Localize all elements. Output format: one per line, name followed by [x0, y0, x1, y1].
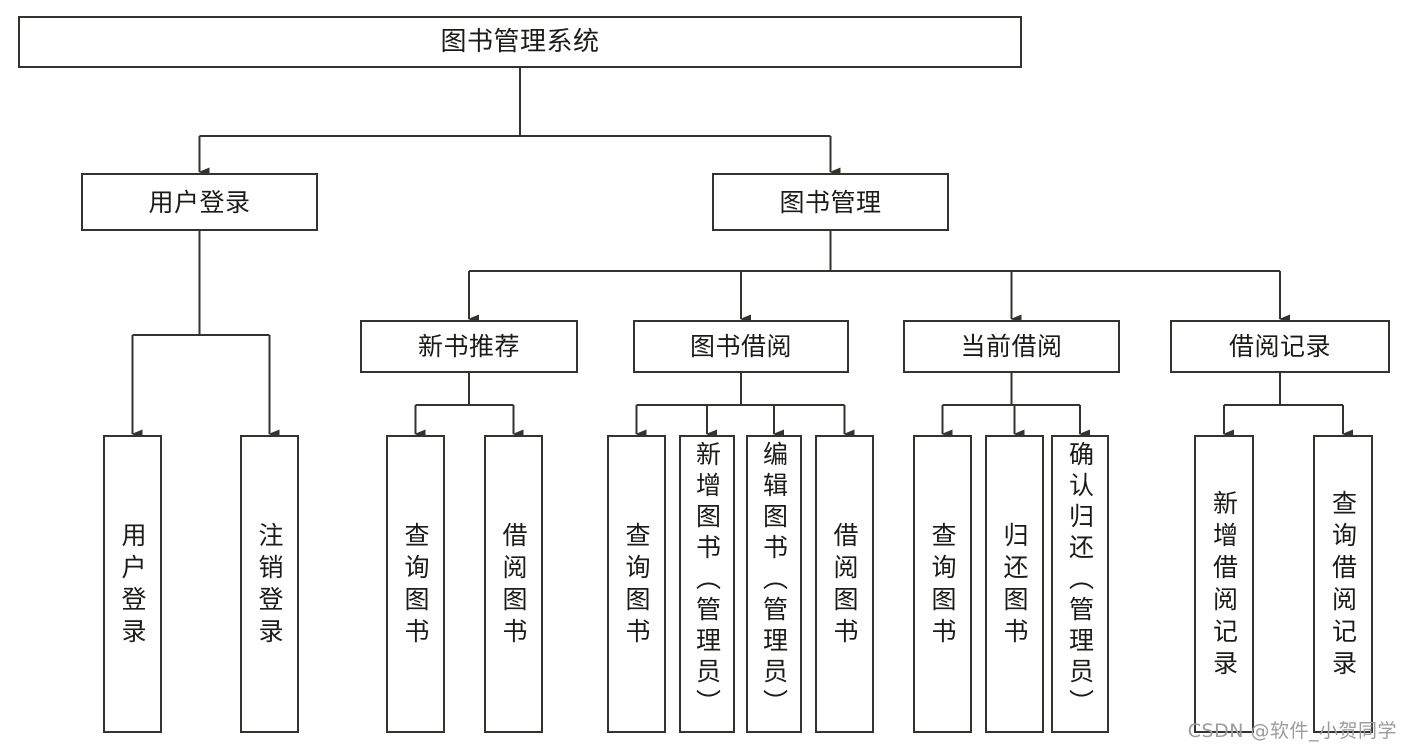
node-borrow[interactable]: 图书借阅 — [633, 320, 849, 373]
node-leaf-bw-query[interactable]: 查询图书 — [607, 435, 666, 733]
node-label-leaf-user-login: 用户登录 — [118, 522, 147, 650]
node-leaf-cur-confirm[interactable]: 确认归还（管理员） — [1051, 435, 1109, 733]
node-label-leaf-bw-edit: 编辑图书（管理员） — [759, 441, 789, 720]
node-label-leaf-user-logout: 注销登录 — [255, 522, 284, 650]
node-label-borrow: 图书借阅 — [689, 332, 792, 361]
node-label-root: 图书管理系统 — [440, 27, 600, 57]
edges — [131, 68, 1353, 439]
node-leaf-bw-add[interactable]: 新增图书（管理员） — [679, 435, 735, 733]
node-label-bookmgmt: 图书管理 — [779, 187, 882, 217]
node-leaf-rec-add[interactable]: 新增借阅记录 — [1194, 435, 1254, 733]
node-label-newbook: 新书推荐 — [417, 332, 520, 361]
node-label-login: 用户登录 — [148, 187, 251, 217]
node-leaf-user-login[interactable]: 用户登录 — [103, 435, 162, 733]
node-newbook[interactable]: 新书推荐 — [360, 320, 578, 373]
node-label-record: 借阅记录 — [1228, 332, 1331, 361]
node-label-leaf-rec-query: 查询借阅记录 — [1328, 490, 1358, 682]
node-leaf-cur-query[interactable]: 查询图书 — [913, 435, 972, 733]
node-label-current: 当前借阅 — [960, 332, 1063, 361]
node-label-leaf-cur-query: 查询图书 — [928, 522, 957, 650]
node-label-leaf-rec-add: 新增借阅记录 — [1209, 490, 1239, 682]
node-leaf-nb-borrow[interactable]: 借阅图书 — [484, 435, 543, 733]
node-leaf-rec-query[interactable]: 查询借阅记录 — [1313, 435, 1373, 733]
node-label-leaf-cur-confirm: 确认归还（管理员） — [1065, 441, 1095, 720]
node-login[interactable]: 用户登录 — [81, 173, 318, 231]
node-bookmgmt[interactable]: 图书管理 — [712, 173, 949, 231]
node-label-leaf-cur-return: 归还图书 — [1000, 522, 1029, 650]
node-record[interactable]: 借阅记录 — [1170, 320, 1390, 373]
node-root[interactable]: 图书管理系统 — [18, 16, 1022, 68]
node-label-leaf-bw-query: 查询图书 — [622, 522, 651, 650]
node-current[interactable]: 当前借阅 — [903, 320, 1120, 373]
node-label-leaf-nb-borrow: 借阅图书 — [499, 522, 528, 650]
node-label-leaf-bw-borrow: 借阅图书 — [830, 522, 859, 650]
node-leaf-user-logout[interactable]: 注销登录 — [240, 435, 299, 733]
node-leaf-cur-return[interactable]: 归还图书 — [985, 435, 1044, 733]
node-leaf-bw-edit[interactable]: 编辑图书（管理员） — [746, 435, 802, 733]
node-label-leaf-nb-query: 查询图书 — [401, 522, 430, 650]
node-label-leaf-bw-add: 新增图书（管理员） — [692, 441, 722, 720]
node-leaf-nb-query[interactable]: 查询图书 — [386, 435, 445, 733]
node-leaf-bw-borrow[interactable]: 借阅图书 — [815, 435, 874, 733]
